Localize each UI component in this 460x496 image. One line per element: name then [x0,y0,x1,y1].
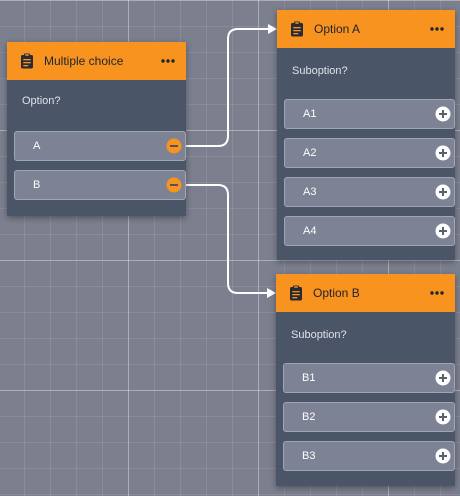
option-row-b3[interactable]: B3 [283,441,455,471]
node-multiple-choice[interactable]: Multiple choice Option? A B [7,42,186,216]
connector-arrow-option-b [267,288,276,298]
clipboard-icon [20,53,34,69]
more-horizontal-icon[interactable] [160,53,176,69]
node-option-a[interactable]: Option A Suboption? A1 A2 [277,10,455,260]
option-row-a4[interactable]: A4 [284,216,455,246]
plus-circle-icon[interactable] [435,145,451,161]
node-option-b[interactable]: Option B Suboption? B1 B2 [276,274,455,486]
option-label: B [33,179,41,191]
option-row-a3[interactable]: A3 [284,177,455,207]
node-question: Suboption? [291,329,347,341]
option-label: A1 [303,108,317,120]
node-header[interactable]: Option A [277,10,455,48]
more-horizontal-icon[interactable] [429,21,445,37]
node-title: Option A [314,22,361,36]
option-label: B3 [302,450,316,462]
plus-circle-icon[interactable] [435,409,451,425]
node-header[interactable]: Option B [276,274,455,312]
more-horizontal-icon[interactable] [429,285,445,301]
option-row-b[interactable]: B [14,170,186,200]
node-title: Multiple choice [44,54,124,68]
minus-circle-icon[interactable] [166,177,182,193]
option-row-a[interactable]: A [14,131,186,161]
option-label: A [33,140,41,152]
node-title: Option B [313,286,360,300]
plus-circle-icon[interactable] [435,106,451,122]
connector-arrow-option-a [268,24,277,34]
node-question: Suboption? [292,65,348,77]
option-label: A4 [303,225,317,237]
plus-circle-icon[interactable] [435,448,451,464]
option-label: A3 [303,186,317,198]
plus-circle-icon[interactable] [435,223,451,239]
node-question: Option? [22,95,61,107]
option-label: B2 [302,411,316,423]
option-row-b1[interactable]: B1 [283,363,455,393]
minus-circle-icon[interactable] [166,138,182,154]
option-label: A2 [303,147,317,159]
clipboard-icon [290,21,304,37]
option-row-a2[interactable]: A2 [284,138,455,168]
plus-circle-icon[interactable] [435,184,451,200]
connector-b-to-option-b [186,184,267,294]
clipboard-icon [289,285,303,301]
connector-a-to-option-a [186,28,268,147]
option-label: B1 [302,372,316,384]
option-row-b2[interactable]: B2 [283,402,455,432]
plus-circle-icon[interactable] [435,370,451,386]
option-row-a1[interactable]: A1 [284,99,455,129]
node-header[interactable]: Multiple choice [7,42,186,80]
